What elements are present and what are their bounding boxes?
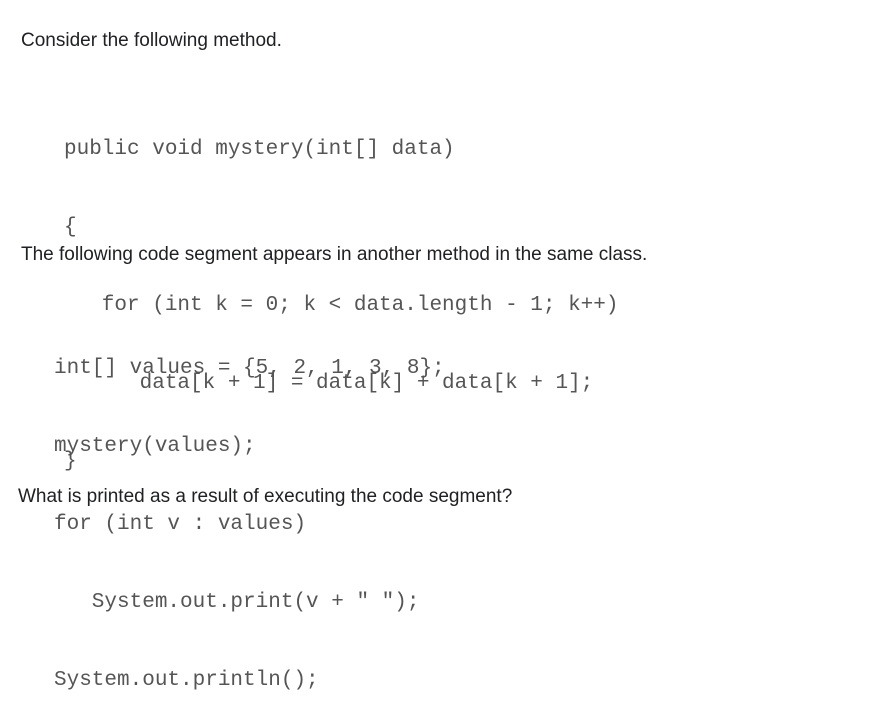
method-code-line: for (int k = 0; k < data.length - 1; k++… (64, 294, 619, 317)
method-code-line: { (64, 216, 77, 239)
segment-code-line: System.out.print(v + " "); (54, 591, 420, 614)
method-code-line: data[k + 1] = data[k] + data[k + 1]; (64, 372, 594, 395)
segment-code-block: int[] values = {5, 2, 1, 3, 8}; mystery(… (54, 304, 445, 720)
question-text: What is printed as a result of executing… (18, 486, 513, 507)
segment-intro-text: The following code segment appears in an… (21, 244, 648, 265)
method-code-line: } (64, 450, 77, 473)
segment-code-line: for (int v : values) (54, 513, 307, 536)
method-code-block: public void mystery(int[] data) { for (i… (64, 85, 619, 501)
segment-code-line: int[] values = {5, 2, 1, 3, 8}; (54, 357, 445, 380)
intro-text: Consider the following method. (21, 30, 282, 51)
segment-code-line: mystery(values); (54, 435, 256, 458)
segment-code-line: System.out.println(); (54, 669, 319, 692)
method-code-line: public void mystery(int[] data) (64, 138, 455, 161)
